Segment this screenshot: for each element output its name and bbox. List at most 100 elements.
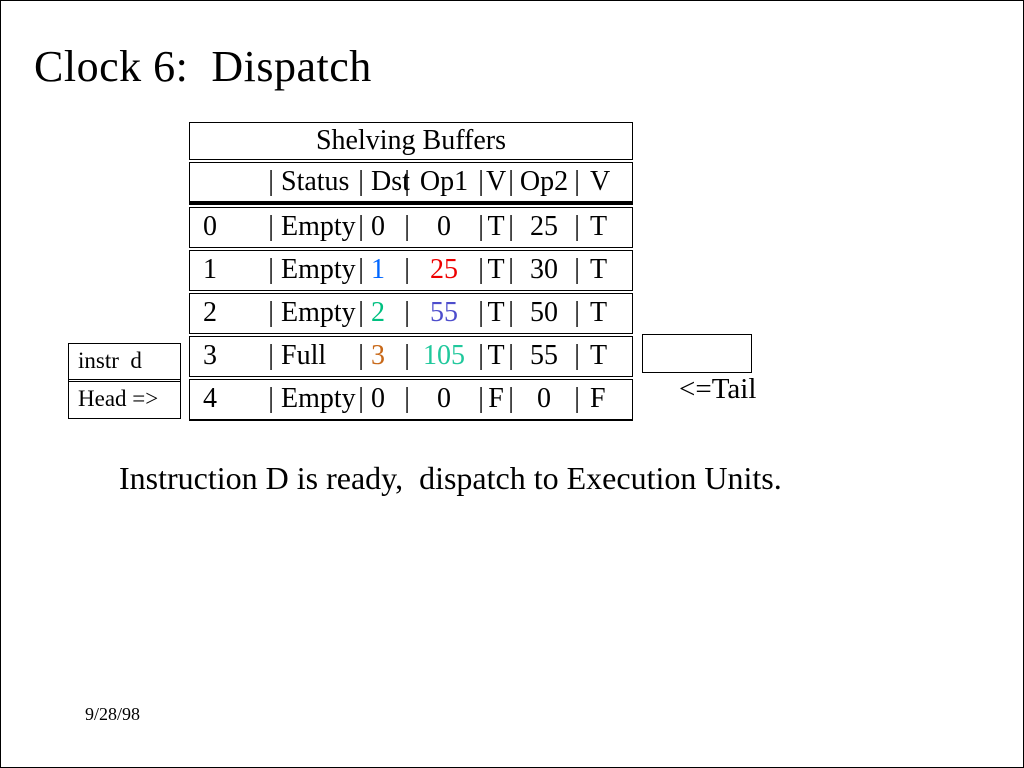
cell-valid2: T [590, 340, 608, 371]
cell-status: Empty [281, 297, 356, 328]
pipe-separator: | [268, 340, 274, 371]
pipe-separator: | [574, 383, 580, 414]
cell-valid1: T [487, 340, 505, 371]
pipe-separator: | [268, 254, 274, 285]
table-row: 1 | Empty | 1 | 25 | T | 30 | T [189, 250, 633, 291]
cell-index: 3 [203, 340, 217, 371]
cell-valid2: T [590, 297, 608, 328]
pipe-separator: | [574, 166, 580, 197]
pipe-separator: | [358, 254, 364, 285]
tail-pointer-box: <=Tail [642, 334, 756, 405]
cell-valid1: T [487, 254, 505, 285]
cell-op2: 30 [530, 254, 558, 285]
pipe-separator: | [508, 383, 514, 414]
row-cells: 4 | Empty | 0 | 0 | F | 0 | F [190, 380, 632, 418]
header-dst: Dst [371, 166, 410, 197]
pipe-separator: | [478, 297, 484, 328]
header-valid2: V [590, 166, 611, 197]
row-cells: 3 | Full | 3 | 105 | T | 55 | T [190, 337, 632, 375]
caption-text: Instruction D is ready, dispatch to Exec… [119, 460, 782, 496]
cell-op1: 0 [437, 383, 451, 414]
cell-status: Empty [281, 254, 356, 285]
pipe-separator: | [268, 166, 274, 197]
pipe-separator: | [358, 211, 364, 242]
pipe-separator: | [574, 211, 580, 242]
row-cells: 0 | Empty | 0 | 0 | T | 25 | T [190, 208, 632, 246]
pipe-separator: | [358, 383, 364, 414]
cell-op2: 0 [537, 383, 551, 414]
cell-op2: 25 [530, 211, 558, 242]
pipe-separator: | [358, 297, 364, 328]
page-title: Clock 6: Dispatch [34, 42, 372, 91]
pipe-separator: | [574, 340, 580, 371]
header-valid1: V [486, 166, 507, 197]
row-cells: 1 | Empty | 1 | 25 | T | 30 | T [190, 251, 632, 289]
cell-valid2: T [590, 211, 608, 242]
table-row: 4 | Empty | 0 | 0 | F | 0 | F [189, 379, 633, 421]
header-op1: Op1 [419, 166, 469, 197]
cell-dst: 1 [371, 254, 385, 285]
cell-valid1: F [488, 383, 504, 414]
table-header-row: | Status | Dst | Op1 | V | Op2 | V [189, 162, 633, 205]
pipe-separator: | [574, 297, 580, 328]
pipe-separator: | [404, 383, 410, 414]
cell-dst: 0 [371, 211, 385, 242]
pipe-separator: | [404, 254, 410, 285]
pipe-separator: | [508, 297, 514, 328]
cell-valid1: T [487, 211, 505, 242]
pipe-separator: | [478, 340, 484, 371]
table-row: 0 | Empty | 0 | 0 | T | 25 | T [189, 207, 633, 248]
cell-valid2: F [590, 383, 606, 414]
cell-valid1: T [487, 297, 505, 328]
cell-dst: 2 [371, 297, 385, 328]
cell-op1: 0 [437, 211, 451, 242]
cell-status: Full [281, 340, 327, 371]
slide-date: 9/28/98 [85, 704, 141, 724]
cell-status: Empty [281, 211, 356, 242]
pipe-separator: | [508, 166, 514, 197]
cell-dst: 0 [371, 383, 385, 414]
pipe-separator: | [268, 211, 274, 242]
cell-index: 2 [203, 297, 217, 328]
pipe-separator: | [478, 166, 484, 197]
cell-index: 0 [203, 211, 217, 242]
header-index-spacer [190, 163, 266, 201]
table-title: Shelving Buffers [189, 122, 633, 160]
pipe-separator: | [404, 211, 410, 242]
pipe-separator: | [508, 340, 514, 371]
cell-op2: 55 [530, 340, 558, 371]
cell-op1: 25 [430, 254, 458, 285]
pipe-separator: | [268, 383, 274, 414]
pipe-separator: | [508, 211, 514, 242]
pipe-separator: | [404, 297, 410, 328]
cell-op1: 105 [423, 340, 465, 371]
tail-label: <=Tail [679, 373, 757, 405]
pipe-separator: | [478, 383, 484, 414]
cell-status: Empty [281, 383, 356, 414]
cell-dst: 3 [371, 340, 385, 371]
cell-op2: 50 [530, 297, 558, 328]
cell-index: 1 [203, 254, 217, 285]
pipe-separator: | [358, 340, 364, 371]
cell-op1: 55 [430, 297, 458, 328]
instr-label: instr d [69, 344, 180, 382]
head-label: Head => [78, 386, 159, 411]
pipe-separator: | [508, 254, 514, 285]
header-op2: Op2 [519, 166, 569, 197]
header-status: Status [281, 166, 350, 197]
pipe-separator: | [268, 297, 274, 328]
pipe-separator: | [574, 254, 580, 285]
head-pointer-box: instr d Head => [68, 343, 181, 419]
pipe-separator: | [404, 340, 410, 371]
pipe-separator: | [404, 166, 410, 197]
row-cells: 2 | Empty | 2 | 55 | T | 50 | T [190, 294, 632, 332]
shelving-buffers-table: Shelving Buffers | Status | Dst | Op1 | … [189, 122, 633, 421]
cell-index: 4 [203, 383, 217, 414]
pipe-separator: | [358, 166, 364, 197]
header-cells: | Status | Dst | Op1 | V | Op2 | V [190, 163, 632, 201]
table-row: 3 | Full | 3 | 105 | T | 55 | T [189, 336, 633, 377]
cell-valid2: T [590, 254, 608, 285]
table-row: 2 | Empty | 2 | 55 | T | 50 | T [189, 293, 633, 334]
pipe-separator: | [478, 211, 484, 242]
